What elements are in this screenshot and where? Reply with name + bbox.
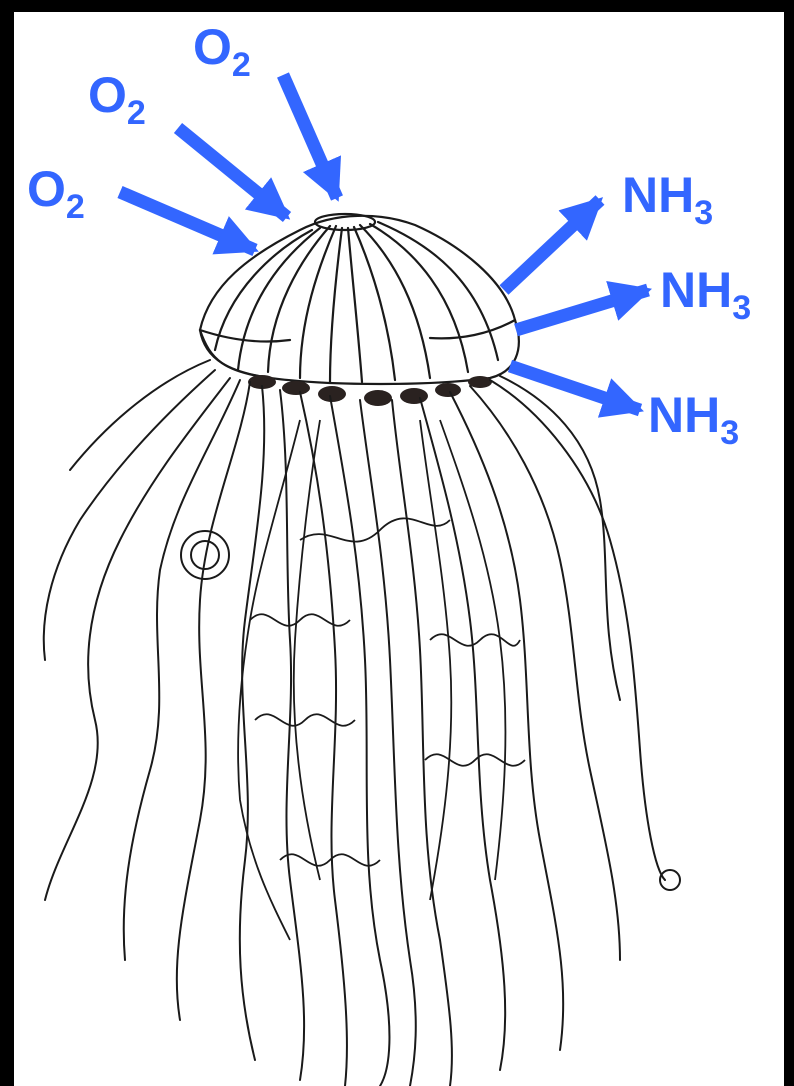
o2-label-low-base: O (27, 161, 66, 217)
nh3-label-low-sub: 3 (720, 414, 739, 452)
o2-label-top-sub: 2 (232, 46, 251, 84)
nh3-label-mid: NH3 (660, 265, 751, 315)
o2-label-low: O2 (27, 164, 85, 214)
nh3-arrow-top (504, 200, 600, 290)
jellyfish-bell (200, 214, 519, 384)
o2-label-mid-sub: 2 (127, 94, 146, 132)
o2-arrow-low (120, 192, 255, 250)
oral-arms (238, 420, 525, 940)
nh3-label-low-base: NH (648, 387, 720, 443)
o2-label-top-base: O (193, 19, 232, 75)
nh3-label-mid-sub: 3 (732, 289, 751, 327)
nh3-label-top-sub: 3 (694, 194, 713, 232)
o2-arrow-top (283, 75, 337, 198)
o2-label-low-sub: 2 (66, 188, 85, 226)
nh3-label-mid-base: NH (660, 262, 732, 318)
nh3-label-top: NH3 (622, 170, 713, 220)
o2-label-top: O2 (193, 22, 251, 72)
o2-arrow-mid (178, 128, 287, 217)
nh3-arrow-mid (516, 290, 648, 330)
nh3-arrow-low (510, 366, 640, 410)
o2-label-mid: O2 (88, 70, 146, 120)
nh3-label-top-base: NH (622, 167, 694, 223)
nh3-label-low: NH3 (648, 390, 739, 440)
tentacles (44, 360, 680, 1086)
o2-arrows (120, 75, 337, 250)
o2-label-mid-base: O (88, 67, 127, 123)
nh3-arrows (504, 200, 648, 410)
